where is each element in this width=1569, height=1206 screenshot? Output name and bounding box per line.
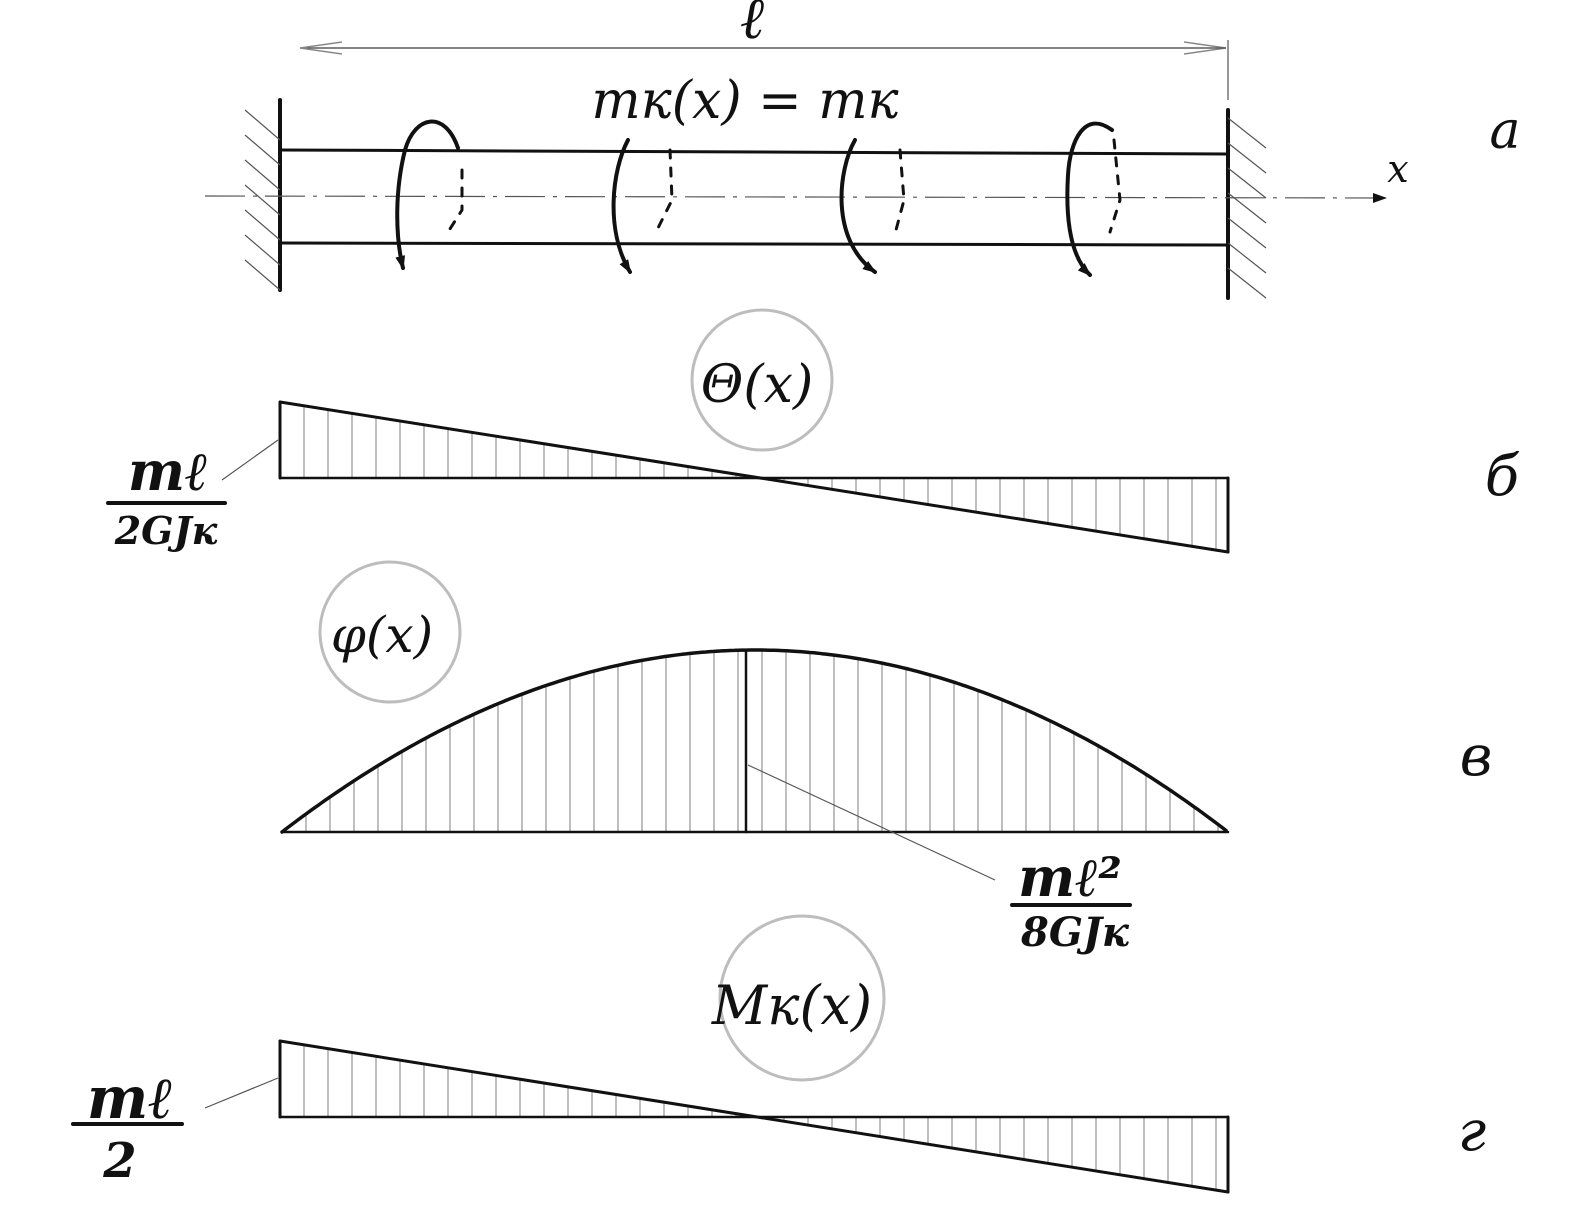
- twist-arrow-icon: [611, 138, 674, 274]
- diagram-hatching: [303, 405, 1217, 551]
- x-axis-label: x: [1387, 147, 1408, 191]
- function-label: Mк(x): [711, 974, 872, 1037]
- panel-b-theta: Θ(x) mℓ 2GJк б: [106, 308, 1520, 554]
- diagram-curve: [280, 648, 1228, 834]
- panel-label-v: в: [1460, 724, 1493, 789]
- value-numerator: mℓ²: [1018, 845, 1122, 909]
- function-label-circle: [690, 308, 834, 452]
- shaft-bottom-edge: [278, 241, 1230, 247]
- value-numerator: mℓ: [87, 1064, 173, 1132]
- twist-arrows: [395, 119, 1122, 277]
- left-fixed-support: [244, 98, 282, 292]
- panel-label-g: г: [1458, 1099, 1486, 1164]
- function-label-circle: [318, 560, 462, 704]
- diagram-hatching: [303, 1044, 1217, 1191]
- panel-label-a: a: [1489, 101, 1520, 161]
- panel-v-phi: φ(x) mℓ² 8GJк в: [280, 560, 1493, 956]
- twist-arrow-icon: [1065, 121, 1122, 277]
- function-label-circle: [718, 914, 886, 1082]
- x-axis: [204, 192, 1387, 203]
- value-denominator: 2: [102, 1133, 136, 1189]
- value-denominator: 8GJк: [1020, 909, 1130, 956]
- right-fixed-support: [1226, 108, 1267, 300]
- value-leader: [204, 1077, 279, 1109]
- panel-g-moment: Mк(x) mℓ 2 г: [71, 914, 1486, 1194]
- twist-arrow-icon: [395, 119, 464, 270]
- panel-label-b: б: [1485, 444, 1520, 509]
- function-label: φ(x): [331, 606, 433, 664]
- value-leader: [747, 764, 996, 881]
- diagram-hatching: [305, 650, 1219, 832]
- twist-arrow-icon: [839, 138, 906, 274]
- diagram-line: [278, 1039, 1230, 1194]
- load-label: mк(x) = mк: [591, 71, 899, 131]
- function-label: Θ(x): [701, 355, 814, 415]
- panel-a-shaft: ℓ x mк(x) = mк: [204, 0, 1521, 300]
- value-numerator: mℓ: [128, 439, 208, 503]
- shaft-top-edge: [278, 148, 1230, 156]
- value-leader: [221, 439, 279, 481]
- length-label: ℓ: [740, 0, 764, 52]
- diagram-line: [278, 400, 1230, 554]
- value-denominator: 2GJк: [114, 508, 218, 553]
